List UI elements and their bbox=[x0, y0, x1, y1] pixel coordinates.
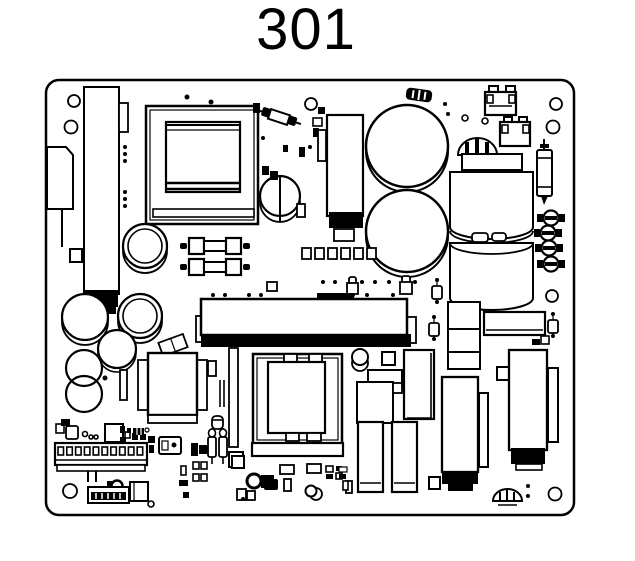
bridge-rectifier-bar bbox=[195, 281, 417, 347]
small-parts-cluster-4 bbox=[338, 466, 349, 491]
small-circle-component bbox=[351, 348, 369, 372]
via-hole-right bbox=[545, 289, 559, 303]
top-solder-dots bbox=[184, 94, 265, 140]
header-connector bbox=[87, 471, 155, 508]
control-transformer bbox=[250, 352, 345, 458]
striped-dome-component bbox=[456, 137, 499, 156]
component-stack-right bbox=[447, 301, 481, 370]
left-capacitor-bank bbox=[60, 222, 169, 414]
main-transformer bbox=[144, 104, 260, 226]
standing-capacitors bbox=[207, 428, 245, 469]
left-thin-component bbox=[118, 102, 129, 133]
smd-pad-row bbox=[301, 247, 377, 260]
bottom-right-dome bbox=[491, 484, 530, 506]
small-parts-above-terminal bbox=[55, 419, 146, 443]
mounting-hole-top-left-2 bbox=[63, 119, 79, 135]
left-heatsink bbox=[83, 86, 120, 314]
screw-terminal-cluster bbox=[534, 209, 565, 273]
standing-resistors bbox=[428, 278, 559, 345]
connector-top-right-2 bbox=[498, 116, 532, 148]
left-small-square bbox=[69, 248, 83, 263]
mounting-hole-top-left-1 bbox=[67, 94, 81, 108]
small-parts-cluster-2 bbox=[120, 426, 208, 498]
horizontal-module-right bbox=[482, 310, 547, 337]
relay-block bbox=[137, 332, 225, 430]
axial-fuse-2 bbox=[180, 257, 250, 277]
mounting-hole-top-center bbox=[304, 97, 318, 111]
small-parts-cluster-1 bbox=[148, 436, 182, 455]
output-cylinder-stack bbox=[449, 153, 534, 311]
snubber-capacitor bbox=[258, 145, 306, 223]
left-lead-dots bbox=[123, 145, 127, 208]
mounting-hole-top-right-1 bbox=[549, 97, 563, 111]
connector-top-right-1 bbox=[483, 85, 518, 117]
inline-fuse bbox=[536, 139, 553, 205]
mounting-hole-bottom-left bbox=[62, 483, 78, 499]
small-square-component bbox=[381, 351, 396, 366]
axial-fuse-pair bbox=[180, 236, 250, 277]
figure-number-label: 301 bbox=[256, 0, 356, 62]
vertical-ic-right bbox=[402, 348, 436, 421]
bulk-capacitor-top bbox=[364, 87, 489, 193]
through-hole-dot-grid bbox=[321, 275, 417, 297]
stepped-blocks bbox=[356, 369, 419, 494]
output-heatsink-right bbox=[496, 348, 559, 471]
output-heatsink-left bbox=[428, 375, 489, 491]
left-edge-fuse-holder bbox=[46, 146, 74, 247]
mounting-hole-bottom-right bbox=[547, 486, 563, 502]
diagonal-fuse bbox=[256, 107, 302, 127]
mounting-hole-top-right-2 bbox=[545, 119, 561, 135]
terminal-block bbox=[53, 441, 149, 472]
axial-fuse-1 bbox=[180, 236, 250, 256]
bulk-capacitor-bottom bbox=[364, 188, 450, 278]
heatsink-top-center bbox=[308, 107, 365, 242]
